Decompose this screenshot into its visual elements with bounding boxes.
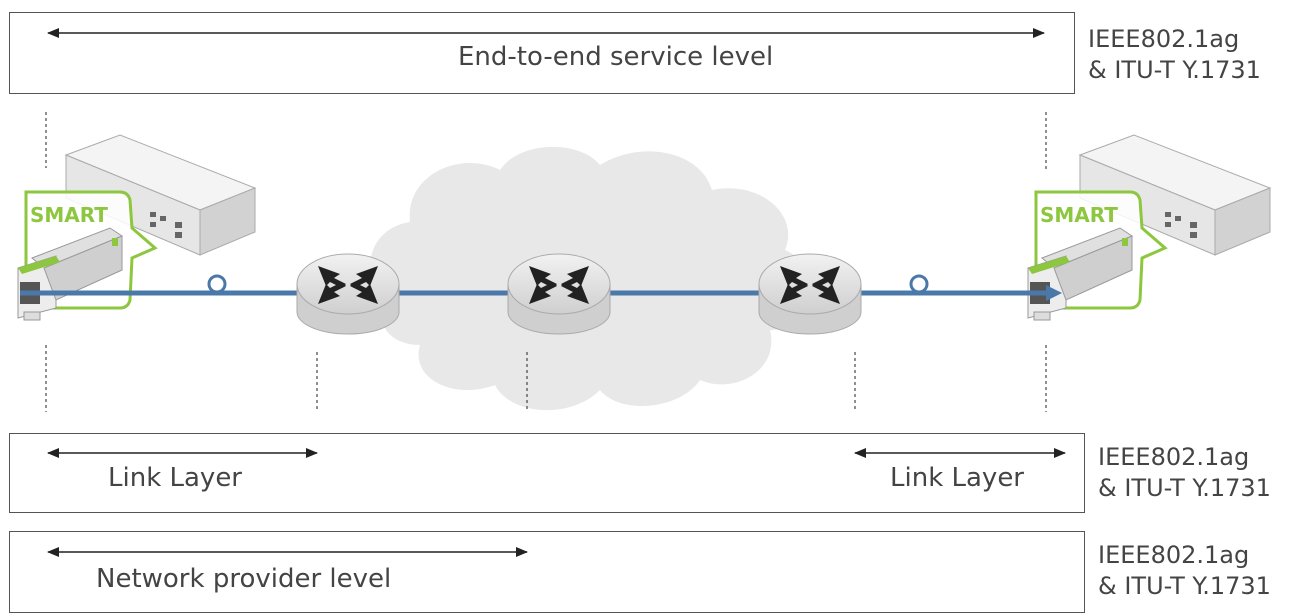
right-mep-marker (909, 274, 929, 294)
service-standard-line2: & ITU-T Y.1731 (1088, 56, 1261, 84)
end-to-end-service-band (9, 12, 1075, 94)
router-3 (758, 253, 862, 335)
link-standard-line1: IEEE802.1ag (1098, 443, 1250, 471)
provider-standard-line1: IEEE802.1ag (1098, 541, 1250, 569)
left-sfp-module (17, 227, 124, 321)
router-2 (507, 253, 611, 335)
right-switch (1078, 134, 1272, 256)
provider-standard-line2: & ITU-T Y.1731 (1098, 572, 1271, 600)
right-smartx-logo: SMART (1040, 203, 1118, 227)
provider-level-label: Network provider level (96, 564, 392, 594)
router-1 (296, 253, 400, 335)
link-layer-left-label: Link Layer (108, 463, 242, 493)
left-smartx-logo: SMART (30, 203, 108, 227)
link-layer-band (9, 433, 1085, 513)
left-mep-marker (207, 274, 227, 294)
service-level-label: End-to-end service level (458, 42, 774, 72)
link-layer-right-label: Link Layer (890, 463, 1024, 493)
guide-lines (45, 112, 1047, 412)
left-switch (64, 134, 257, 256)
link-standard-line2: & ITU-T Y.1731 (1098, 474, 1271, 502)
link-arrowhead (1046, 285, 1062, 301)
service-standard-line1: IEEE802.1ag (1088, 25, 1240, 53)
